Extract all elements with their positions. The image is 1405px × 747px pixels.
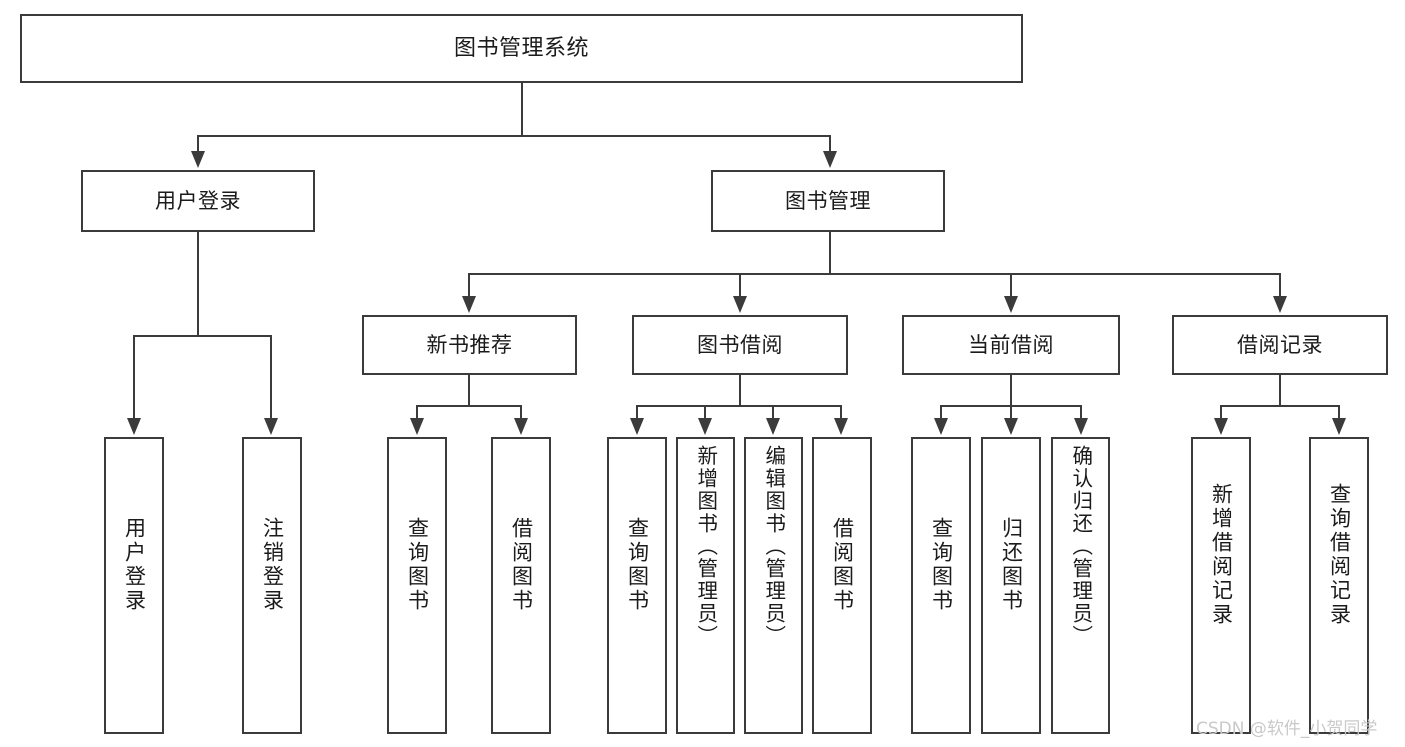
node-label: 借阅记录: [1237, 332, 1323, 357]
node-leaf-add-borrow-record[interactable]: 新增借阅记录: [1191, 437, 1251, 734]
connector-bb-drop-4: [840, 405, 842, 419]
connector-user-login-drop-2: [270, 335, 272, 420]
connector-nbr-stem: [468, 375, 470, 406]
arrowhead-book-borrow: [733, 296, 747, 313]
connector-br-drop-2: [1338, 405, 1340, 419]
arrowhead-leaf-add-book: [698, 418, 712, 435]
connector-root-bus: [197, 135, 831, 137]
connector-bm-drop-3: [1010, 273, 1012, 298]
connector-user-login-drop-1: [133, 335, 135, 420]
node-book-manage[interactable]: 图书管理: [711, 170, 945, 232]
arrowhead-borrow-record: [1273, 296, 1287, 313]
node-leaf-borrow-book-new[interactable]: 借阅图书: [491, 437, 551, 734]
node-leaf-query-book-current[interactable]: 查询图书: [911, 437, 971, 734]
node-label: 新增图书（管理员）: [693, 445, 718, 648]
connector-bb-drop-2: [704, 405, 706, 419]
node-leaf-edit-book-admin[interactable]: 编辑图书（管理员）: [744, 437, 803, 734]
node-label: 图书管理: [785, 188, 871, 213]
node-leaf-confirm-return-admin[interactable]: 确认归还（管理员）: [1051, 437, 1110, 734]
connector-book-manage-bus: [468, 273, 1280, 275]
node-label: 归还图书: [999, 517, 1024, 613]
node-leaf-borrow-book-borrow[interactable]: 借阅图书: [812, 437, 872, 734]
node-label: 注销登录: [260, 517, 285, 613]
connector-book-manage-stem: [829, 232, 831, 274]
node-label: 用户登录: [122, 517, 147, 613]
connector-root-to-user-login: [197, 135, 199, 153]
node-root-book-management-system[interactable]: 图书管理系统: [20, 14, 1023, 83]
arrowhead-leaf-return-book: [1004, 418, 1018, 435]
connector-user-login-stem: [197, 232, 199, 336]
arrowhead-current-borrow: [1004, 296, 1018, 313]
arrowhead-leaf-query-book-3: [934, 418, 948, 435]
node-current-borrow[interactable]: 当前借阅: [902, 315, 1120, 375]
arrowhead-leaf-confirm-return: [1074, 418, 1088, 435]
node-label: 查询借阅记录: [1327, 483, 1352, 627]
connector-root-stem: [521, 83, 523, 135]
arrowhead-leaf-query-book-1: [410, 418, 424, 435]
arrowhead-leaf-query-book-2: [630, 418, 644, 435]
connector-nbr-drop-1: [416, 405, 418, 419]
connector-cb-drop-3: [1080, 405, 1082, 419]
connector-bb-drop-1: [636, 405, 638, 419]
arrowhead-leaf-user-login: [127, 418, 141, 435]
connector-bb-drop-3: [772, 405, 774, 419]
node-leaf-return-book[interactable]: 归还图书: [981, 437, 1041, 734]
arrowhead-leaf-borrow-book-2: [834, 418, 848, 435]
node-label: 新增借阅记录: [1209, 483, 1234, 627]
connector-cb-stem: [1010, 375, 1012, 406]
node-label: 查询图书: [929, 517, 954, 613]
node-label: 当前借阅: [968, 332, 1054, 357]
connector-cb-drop-2: [1010, 405, 1012, 419]
arrowhead-leaf-query-record: [1332, 418, 1346, 435]
arrowhead-leaf-user-logout: [264, 418, 278, 435]
connector-br-stem: [1279, 375, 1281, 406]
arrowhead-to-book-manage: [823, 151, 837, 168]
node-book-borrow[interactable]: 图书借阅: [632, 315, 848, 375]
connector-br-bus: [1220, 405, 1340, 407]
connector-br-drop-1: [1220, 405, 1222, 419]
node-label: 确认归还（管理员）: [1068, 445, 1093, 648]
csdn-watermark: CSDN @软件_小贺同学: [1196, 719, 1378, 739]
connector-bb-stem: [739, 375, 741, 406]
connector-root-to-book-manage: [829, 135, 831, 153]
arrowhead-leaf-borrow-book-1: [514, 418, 528, 435]
arrowhead-leaf-add-record: [1214, 418, 1228, 435]
node-leaf-query-borrow-record[interactable]: 查询借阅记录: [1309, 437, 1369, 734]
node-label: 编辑图书（管理员）: [761, 445, 786, 648]
node-label: 图书管理系统: [453, 35, 589, 61]
node-label: 查询图书: [405, 517, 430, 613]
node-leaf-query-book-new[interactable]: 查询图书: [387, 437, 447, 734]
node-label: 图书借阅: [697, 332, 783, 357]
node-new-book-recommend[interactable]: 新书推荐: [362, 315, 577, 375]
connector-nbr-bus: [416, 405, 522, 407]
node-label: 查询图书: [625, 517, 650, 613]
connector-bm-drop-1: [468, 273, 470, 298]
node-leaf-user-logout[interactable]: 注销登录: [242, 437, 302, 734]
node-label: 新书推荐: [426, 332, 513, 357]
arrowhead-new-book-recommend: [462, 296, 476, 313]
connector-bb-bus: [636, 405, 842, 407]
connector-bm-drop-4: [1279, 273, 1281, 298]
node-leaf-add-book-admin[interactable]: 新增图书（管理员）: [676, 437, 735, 734]
node-label: 借阅图书: [830, 517, 855, 613]
arrowhead-leaf-edit-book: [766, 418, 780, 435]
connector-bm-drop-2: [739, 273, 741, 298]
arrowhead-to-user-login: [191, 151, 205, 168]
node-label: 借阅图书: [509, 517, 534, 613]
connector-nbr-drop-2: [520, 405, 522, 419]
node-leaf-query-book-borrow[interactable]: 查询图书: [607, 437, 667, 734]
node-user-login[interactable]: 用户登录: [81, 170, 315, 232]
connector-user-login-bus: [133, 335, 271, 337]
connector-cb-drop-1: [940, 405, 942, 419]
node-borrow-record[interactable]: 借阅记录: [1172, 315, 1388, 375]
node-label: 用户登录: [155, 188, 241, 213]
node-leaf-user-login[interactable]: 用户登录: [104, 437, 164, 734]
